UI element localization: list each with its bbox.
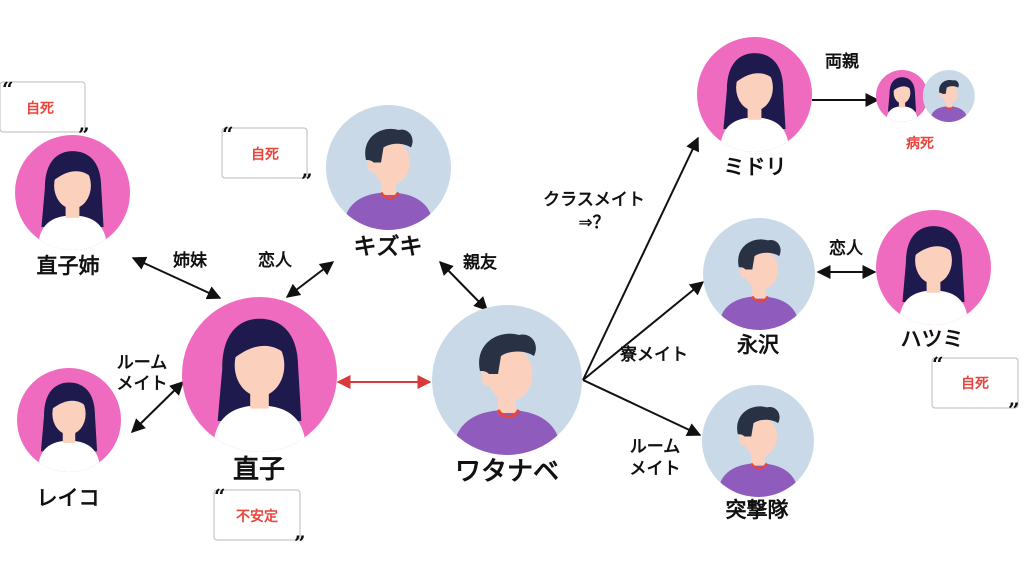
arrow-naoko-kizuki xyxy=(285,261,335,298)
couple-avatar-icon xyxy=(876,70,975,122)
label-classmate-2: ⇒？ xyxy=(578,213,609,233)
node-name: ワタナベ xyxy=(455,457,559,487)
note-text: 自死 xyxy=(251,146,279,163)
node-name: ミドリ xyxy=(724,155,787,179)
arrow-watanabe-trooper xyxy=(582,379,702,436)
node-hatsumi: ハツミ xyxy=(876,210,991,351)
node-name: キズキ xyxy=(354,233,423,260)
label-dormmate: 寮メイト xyxy=(619,344,688,365)
note-kizuki-fate: “ 自死 ” xyxy=(221,122,313,193)
label-parents: 両親 xyxy=(825,51,859,72)
note-text: 自死 xyxy=(961,375,989,392)
quote-close: ” xyxy=(301,169,313,193)
male-avatar-icon xyxy=(702,385,814,497)
node-name: 突撃隊 xyxy=(726,498,790,522)
female-avatar-icon xyxy=(17,368,121,472)
note-parents-fate: 病死 xyxy=(906,135,934,152)
node-watanabe: ワタナベ xyxy=(432,305,582,487)
arrow-kizuki-watanabe xyxy=(439,260,488,312)
male-avatar-icon xyxy=(703,218,815,330)
note-naoko-state: “ 不安定 ” xyxy=(213,484,306,555)
arrow-sisters xyxy=(131,256,222,300)
node-parents xyxy=(876,70,975,122)
arrow-watanabe-midori xyxy=(582,136,699,381)
label-lovers-hatsumi: 恋人 xyxy=(829,238,864,259)
quote-open: “ xyxy=(932,352,944,376)
arrow-watanabe-nagasawa xyxy=(582,281,705,381)
quote-open: “ xyxy=(214,484,226,508)
quote-close: ” xyxy=(294,531,306,555)
label-roommate-trooper-2: メイト xyxy=(630,459,681,479)
node-nagasawa: 永沢 xyxy=(703,218,815,357)
label-sisters: 姉妹 xyxy=(173,250,208,271)
label-roommate-trooper-1: ルーム xyxy=(630,437,681,457)
node-kizuki: キズキ xyxy=(326,105,451,260)
note-text: 病死 xyxy=(906,135,934,152)
quote-close: ” xyxy=(1008,398,1020,422)
node-name: レイコ xyxy=(37,486,100,510)
label-classmate-1: クラスメイト xyxy=(543,190,645,210)
label-roommate-reiko-1: ルーム xyxy=(117,353,168,373)
label-roommate-reiko-2: メイト xyxy=(117,374,168,394)
node-naoko: 直子 xyxy=(182,297,337,485)
label-best-friend: 親友 xyxy=(463,252,497,273)
note-text: 自死 xyxy=(26,100,54,117)
arrow-naoko-reiko xyxy=(131,381,184,433)
node-midori: ミドリ xyxy=(697,37,812,179)
node-naoko-sister: 直子姉 xyxy=(15,135,130,278)
node-name: ハツミ xyxy=(901,327,964,351)
quote-close: ” xyxy=(78,123,90,147)
male-avatar-icon xyxy=(326,105,451,230)
note-sister-fate: “ 自死 ” xyxy=(0,77,90,147)
label-lovers-kizuki: 恋人 xyxy=(258,250,293,271)
node-name: 永沢 xyxy=(736,333,780,357)
female-avatar-icon xyxy=(876,210,991,325)
female-avatar-icon xyxy=(182,297,337,452)
node-name: 直子 xyxy=(233,455,285,485)
node-storm-trooper: 突撃隊 xyxy=(702,385,814,522)
node-reiko: レイコ xyxy=(17,368,121,510)
relation-labels: 姉妹 恋人 親友 ルーム メイト クラスメイト ⇒？ 両親 寮メイト 恋人 ルー… xyxy=(117,51,864,479)
note-hatsumi-fate: “ 自死 ” xyxy=(931,352,1020,422)
male-avatar-icon xyxy=(432,305,582,455)
note-text: 不安定 xyxy=(236,508,278,525)
quote-open: “ xyxy=(222,122,234,146)
arrows xyxy=(131,93,880,436)
node-name: 直子姉 xyxy=(37,254,100,278)
female-avatar-icon xyxy=(15,135,130,250)
quote-open: “ xyxy=(2,77,14,101)
female-avatar-icon xyxy=(697,37,812,152)
